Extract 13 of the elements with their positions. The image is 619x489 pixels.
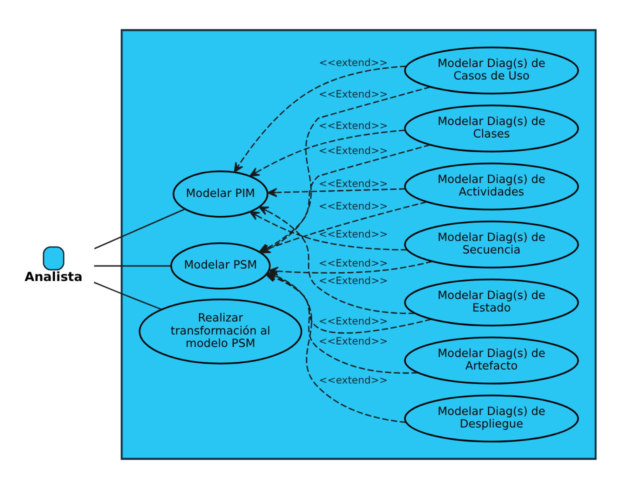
- edge-label: <<Extend>>: [318, 336, 388, 348]
- edge-label: <<extend>>: [318, 376, 388, 387]
- edge-label: <<Extend>>: [318, 202, 388, 213]
- edge-label: <<Extend>>: [318, 179, 388, 190]
- edge-label: <<Extend>>: [318, 229, 388, 240]
- edge-label: <<Extend>>: [318, 316, 388, 328]
- edge-label: <<Extend>>: [318, 276, 388, 288]
- edge-label: <<Extend>>: [318, 120, 388, 132]
- edge-label: <<extend>>: [318, 58, 388, 69]
- edge-label: <<Extend>>: [318, 258, 388, 270]
- edge-label: <<Extend>>: [318, 146, 388, 158]
- node-label: Analista: [24, 269, 82, 284]
- edge-label: <<Extend>>: [318, 89, 388, 100]
